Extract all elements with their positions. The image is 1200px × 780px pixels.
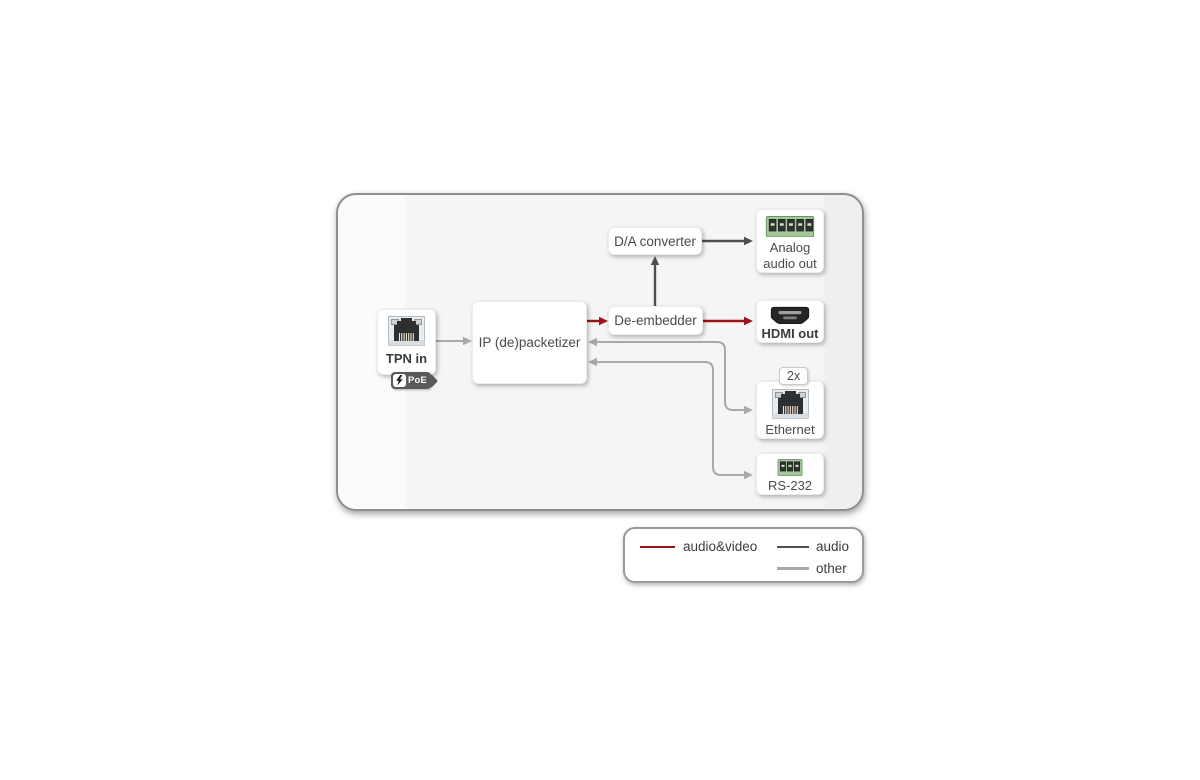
da-converter-label: D/A converter xyxy=(614,233,696,249)
legend-audio-video-line xyxy=(640,545,675,548)
analog-audio-out-port: Analog audio out xyxy=(756,209,824,273)
arrowhead-ethernet-to-ip xyxy=(588,337,597,347)
de-embedder-box: De-embedder xyxy=(608,306,703,335)
ethernet-port: Ethernet xyxy=(756,381,824,439)
ethernet-count-badge: 2x xyxy=(779,367,809,385)
legend: audio&video audio other xyxy=(623,527,864,583)
arrowhead-ip-to-ethernet xyxy=(744,405,753,415)
arrowhead-ip-to-rs232 xyxy=(744,470,753,480)
de-embedder-label: De-embedder xyxy=(614,313,697,328)
tpn-in-label: TPN in xyxy=(385,351,428,366)
arrowhead-deembedder-to-hdmi xyxy=(744,316,753,326)
ethernet-label: Ethernet xyxy=(765,422,815,437)
legend-other-label: other xyxy=(816,560,847,576)
connector-wires xyxy=(436,236,753,480)
rs232-label: RS-232 xyxy=(767,478,813,494)
arrowhead-tpn-to-ip xyxy=(463,336,472,346)
wire-ip-ethernet xyxy=(597,341,745,411)
legend-audio-video-label: audio&video xyxy=(683,539,758,554)
terminal-5pin-icon xyxy=(765,216,815,238)
poe-badge-label: PoE xyxy=(408,375,428,386)
legend-audio-line xyxy=(777,545,809,548)
arrowhead-ip-to-deembedder xyxy=(599,316,608,326)
rs232-port: RS-232 xyxy=(756,453,824,495)
terminal-3pin-icon xyxy=(777,459,803,477)
wire-ip-rs232 xyxy=(597,361,745,476)
legend-other-line xyxy=(777,567,809,570)
ip-depacketizer-label: IP (de)packetizer xyxy=(478,335,581,350)
poe-badge: PoE xyxy=(391,372,438,389)
hdmi-out-label: HDMI out xyxy=(761,326,819,342)
device-panel: TPN in PoE IP (de)packetizer De-embedder… xyxy=(336,193,864,511)
ip-depacketizer-box: IP (de)packetizer xyxy=(472,301,587,384)
legend-audio-label: audio xyxy=(816,539,850,554)
rj45-icon xyxy=(771,389,809,419)
lightning-icon xyxy=(393,374,406,387)
rj45-icon xyxy=(388,316,425,346)
hdmi-out-port: HDMI out xyxy=(756,300,824,343)
arrowhead-rs232-to-ip xyxy=(588,357,597,367)
tpn-in-port: TPN in xyxy=(377,309,436,375)
analog-audio-out-label: Analog audio out xyxy=(763,240,817,272)
hdmi-icon xyxy=(770,306,810,324)
da-converter-box: D/A converter xyxy=(608,227,702,255)
arrowhead-da-to-analog xyxy=(744,236,753,246)
arrowhead-deembedder-to-da xyxy=(650,256,660,265)
